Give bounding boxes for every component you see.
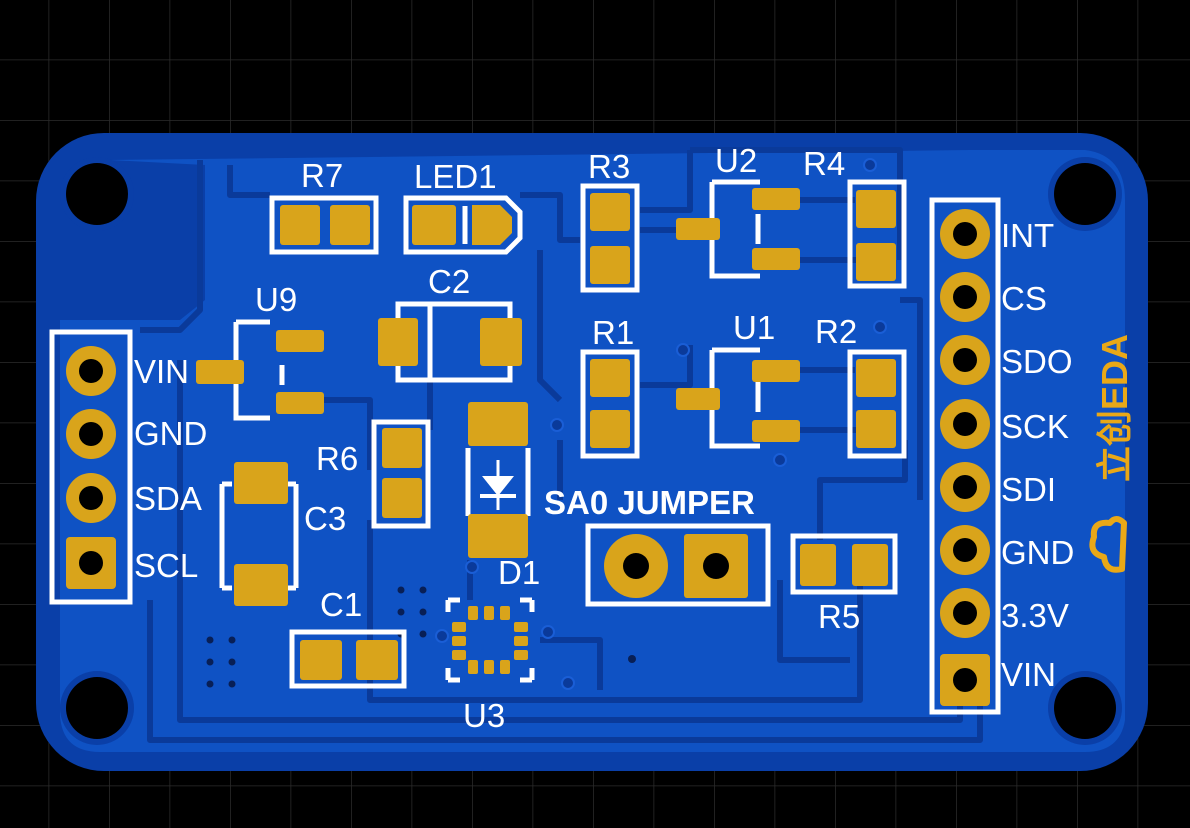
label-c2: C2 (428, 263, 470, 300)
left-pin-vin: VIN (134, 353, 189, 390)
left-header-labels: VIN GND SDA SCL (134, 353, 207, 584)
through-hole-pads (66, 209, 990, 706)
right-pin-int: INT (1001, 217, 1054, 254)
label-d1: D1 (498, 554, 540, 591)
label-u1: U1 (733, 309, 775, 346)
label-r6: R6 (316, 440, 358, 477)
left-pin-gnd: GND (134, 415, 207, 452)
right-pin-sdi: SDI (1001, 471, 1056, 508)
silkscreen-outlines (49, 179, 1001, 715)
label-c1: C1 (320, 586, 362, 623)
right-pin-sck: SCK (1001, 408, 1069, 445)
cloud-logo-icon (1089, 516, 1127, 573)
label-r4: R4 (803, 145, 845, 182)
label-sa0-jumper: SA0 JUMPER (544, 484, 755, 521)
mounting-holes (60, 157, 1122, 745)
label-r5: R5 (818, 598, 860, 635)
logo-text: 立创EDA (1094, 334, 1135, 482)
label-c3: C3 (304, 500, 346, 537)
diode-symbol-icon (480, 460, 516, 510)
right-header-labels: INT CS SDO SCK SDI GND 3.3V VIN (1001, 217, 1074, 693)
right-pin-sdo: SDO (1001, 343, 1073, 380)
label-led1: LED1 (414, 158, 497, 195)
left-pin-scl: SCL (134, 547, 198, 584)
right-pin-cs: CS (1001, 280, 1047, 317)
right-pin-gnd: GND (1001, 534, 1074, 571)
label-u2: U2 (715, 142, 757, 179)
designator-labels: R7 LED1 R3 U2 R4 C2 U9 R1 U1 R2 R6 C3 D1… (255, 142, 860, 734)
right-pin-3v3: 3.3V (1001, 597, 1069, 634)
label-u3: U3 (463, 697, 505, 734)
label-u9: U9 (255, 281, 297, 318)
left-pin-sda: SDA (134, 480, 202, 517)
label-r3: R3 (588, 148, 630, 185)
smd-pads (196, 188, 896, 680)
eda-logo: 立创EDA (1089, 334, 1135, 573)
right-pin-vin: VIN (1001, 656, 1056, 693)
via-array (206, 586, 636, 688)
vias (435, 158, 887, 690)
label-r1: R1 (592, 314, 634, 351)
label-r2: R2 (815, 313, 857, 350)
label-r7: R7 (301, 157, 343, 194)
